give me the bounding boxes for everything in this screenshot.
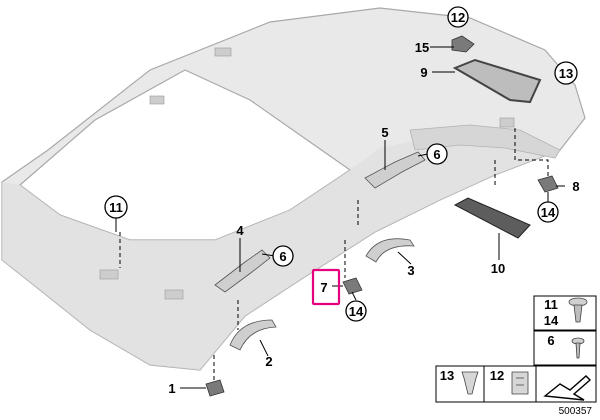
callout-8[interactable]: 8 <box>572 179 579 194</box>
leader-line <box>397 251 412 265</box>
legend-label-6: 6 <box>547 333 554 348</box>
callout-1[interactable]: 1 <box>168 381 175 396</box>
callout-2-label: 2 <box>265 354 272 369</box>
mount-bracket-4 <box>214 249 271 293</box>
legend-label-13: 13 <box>440 368 454 383</box>
mount-bracket-5 <box>364 151 426 189</box>
callout-6-upper-label: 6 <box>433 147 440 162</box>
light-frame-part <box>452 58 542 104</box>
leader-line <box>351 291 357 301</box>
callout-15[interactable]: 15 <box>415 40 429 55</box>
callout-6-lower-label: 6 <box>279 249 286 264</box>
callout-3[interactable]: 3 <box>407 263 414 278</box>
callout-13[interactable]: 13 <box>554 61 578 85</box>
callout-14-center-label: 14 <box>349 304 364 319</box>
callout-10-label: 10 <box>491 261 505 276</box>
legend-label-11: 11 <box>544 297 558 312</box>
callout-2[interactable]: 2 <box>265 354 272 369</box>
callout-1-label: 1 <box>168 381 175 396</box>
grab-handle-2 <box>229 319 277 351</box>
callout-8-label: 8 <box>572 179 579 194</box>
cover-panel-10 <box>453 197 531 239</box>
callout-15-label: 15 <box>415 40 429 55</box>
clip-opening <box>214 47 232 57</box>
callout-14-right-label: 14 <box>541 205 556 220</box>
legend-label-12: 12 <box>490 368 504 383</box>
assembly-line <box>514 128 549 178</box>
leader-line <box>259 339 269 357</box>
callout-11-label: 11 <box>109 200 123 215</box>
callout-9-label: 9 <box>420 65 427 80</box>
callout-5-label: 5 <box>381 125 388 140</box>
legend-label-14: 14 <box>544 313 559 328</box>
callout-4[interactable]: 4 <box>236 223 244 238</box>
spring-clip-icon <box>511 371 529 395</box>
screw-icon <box>571 337 585 359</box>
clip-8 <box>537 175 559 193</box>
callout-5[interactable]: 5 <box>381 125 388 140</box>
callout-3-label: 3 <box>407 263 414 278</box>
clip-opening <box>164 289 184 300</box>
document-number: 500357 <box>558 406 592 417</box>
callout-14-center[interactable]: 14 <box>345 300 367 322</box>
callout-7-highlighted[interactable]: 7 <box>311 268 341 306</box>
callout-4-label: 4 <box>236 223 244 238</box>
arrow-icon <box>543 375 592 401</box>
callout-14-right[interactable]: 14 <box>537 201 559 223</box>
leader-line <box>417 153 429 157</box>
legend-box-6 <box>533 330 597 366</box>
clip-opening <box>149 95 165 105</box>
highlight-box <box>311 268 341 306</box>
clip-7 <box>342 277 363 295</box>
callout-13-label: 13 <box>559 66 573 81</box>
callout-9[interactable]: 9 <box>420 65 427 80</box>
bracket-part <box>451 35 475 53</box>
hardware-legend: 11 14 6 13 12 <box>435 295 597 403</box>
clip-1 <box>205 379 225 397</box>
clip-fastener-icon <box>568 297 588 323</box>
callout-10[interactable]: 10 <box>491 261 505 276</box>
callout-6-upper[interactable]: 6 <box>426 143 448 165</box>
clip-opening <box>499 117 515 128</box>
callout-7-label: 7 <box>320 280 327 295</box>
clip-opening <box>99 269 119 280</box>
callout-6-lower[interactable]: 6 <box>272 245 294 267</box>
callout-12-label: 12 <box>451 10 465 25</box>
callout-12[interactable]: 12 <box>447 6 469 28</box>
callout-11[interactable]: 11 <box>104 195 128 219</box>
push-clip-icon <box>461 371 479 395</box>
grab-handle-3 <box>365 238 415 263</box>
